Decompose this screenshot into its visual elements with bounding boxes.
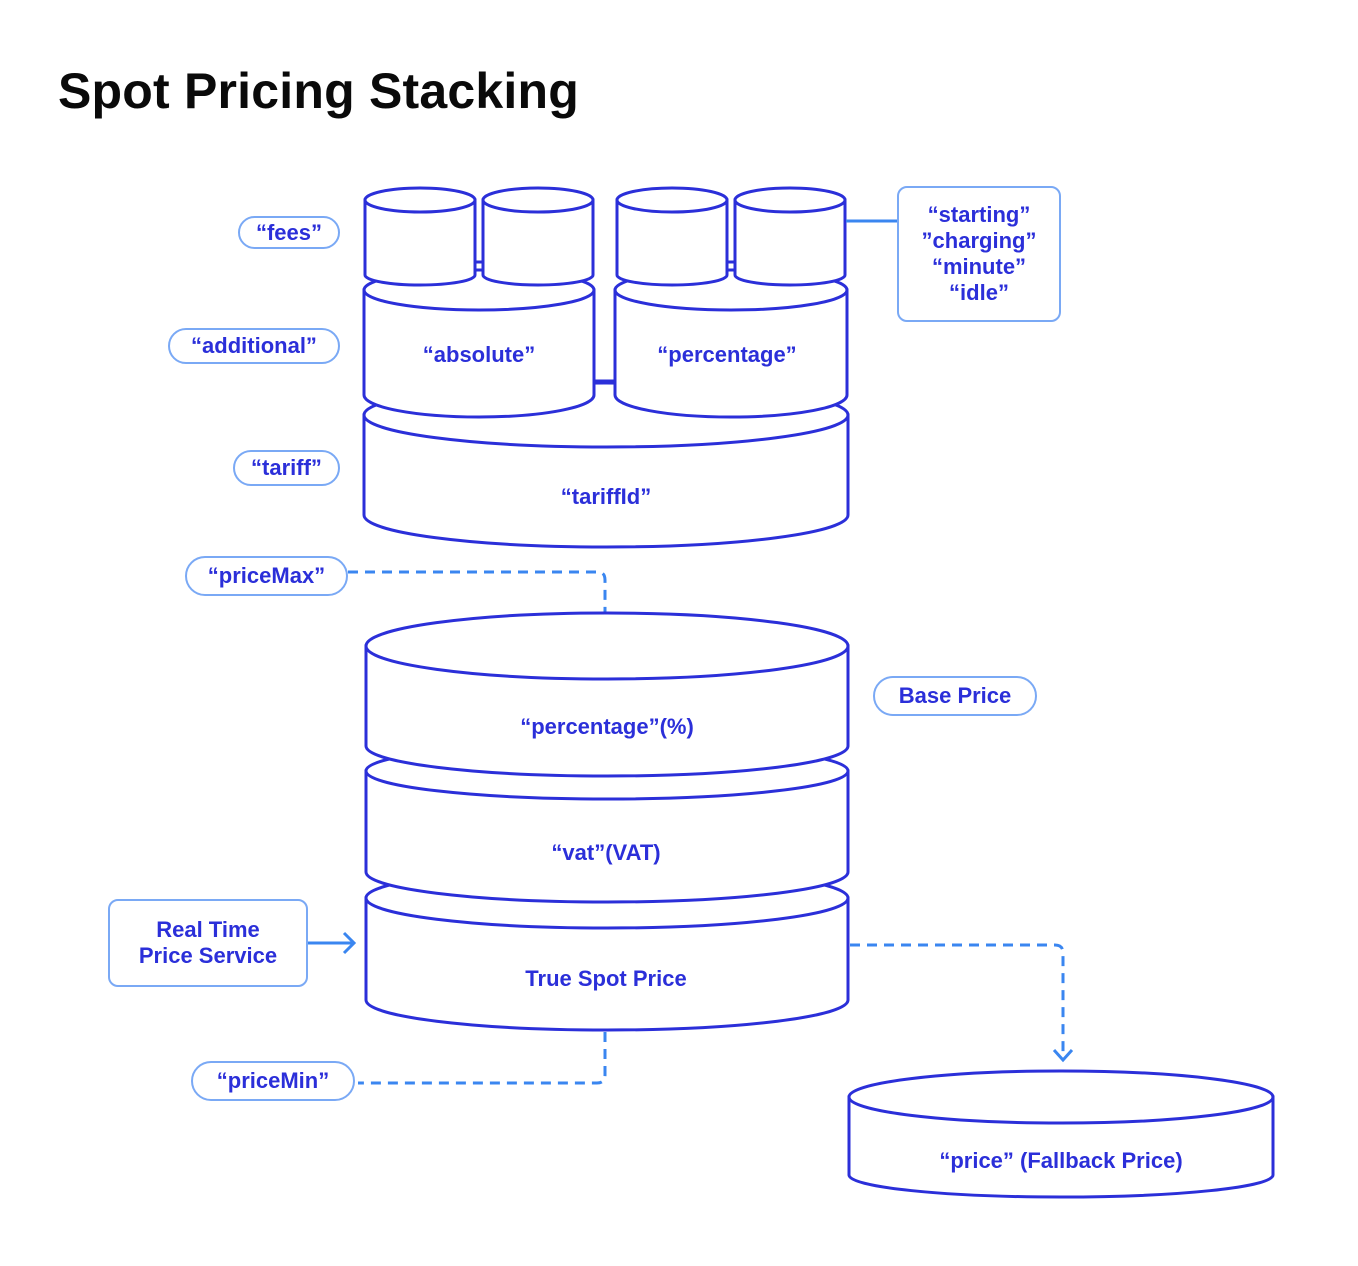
arrow-right-icon — [342, 931, 357, 955]
real-time-line-1: Real Time — [156, 917, 260, 942]
fee-types-box: “starting” ”charging” “minute” “idle” — [897, 186, 1061, 322]
base-percentage-cylinder: “percentage”(%) — [364, 611, 850, 778]
price-min-connector — [358, 1032, 607, 1085]
true-spot-price-label: True Spot Price — [525, 966, 686, 991]
fees-pill: “fees” — [238, 216, 340, 249]
fee-cylinder-4 — [733, 186, 847, 287]
price-min-pill: “priceMin” — [191, 1061, 355, 1101]
vat-label: “vat”(VAT) — [551, 840, 660, 865]
absolute-label: “absolute” — [423, 342, 535, 367]
fee-cylinder-2 — [481, 186, 595, 287]
page-title: Spot Pricing Stacking — [58, 63, 579, 119]
arrow-down-icon — [1052, 1048, 1074, 1063]
percentage-label: “percentage” — [657, 342, 796, 367]
fee-cylinder-3 — [615, 186, 729, 287]
real-time-price-service-box: Real Time Price Service — [108, 899, 308, 987]
base-price-pill: Base Price — [873, 676, 1037, 716]
percentage-cylinder: “percentage” — [613, 268, 849, 419]
price-max-pill: “priceMax” — [185, 556, 348, 596]
tariff-cylinder: “tariffId” — [362, 381, 850, 549]
fee-type-minute: “minute” — [931, 254, 1027, 279]
fallback-price-cylinder: “price” (Fallback Price) — [847, 1069, 1275, 1199]
tariff-id-label: “tariffId” — [561, 484, 651, 509]
fee-type-idle: “idle” — [949, 280, 1009, 305]
price-max-connector — [348, 570, 607, 612]
fallback-price-label: “price” (Fallback Price) — [939, 1148, 1182, 1173]
fallback-connector — [850, 943, 1065, 1058]
base-percentage-label: “percentage”(%) — [520, 714, 694, 739]
real-time-line-2: Price Service — [138, 943, 278, 968]
fee-cylinder-1 — [363, 186, 477, 287]
fee-type-starting: “starting” — [927, 202, 1031, 227]
absolute-cylinder: “absolute” — [362, 268, 596, 419]
additional-pill: “additional” — [168, 328, 340, 364]
tariff-pill: “tariff” — [233, 450, 340, 486]
fee-type-charging: ”charging” — [921, 228, 1037, 253]
